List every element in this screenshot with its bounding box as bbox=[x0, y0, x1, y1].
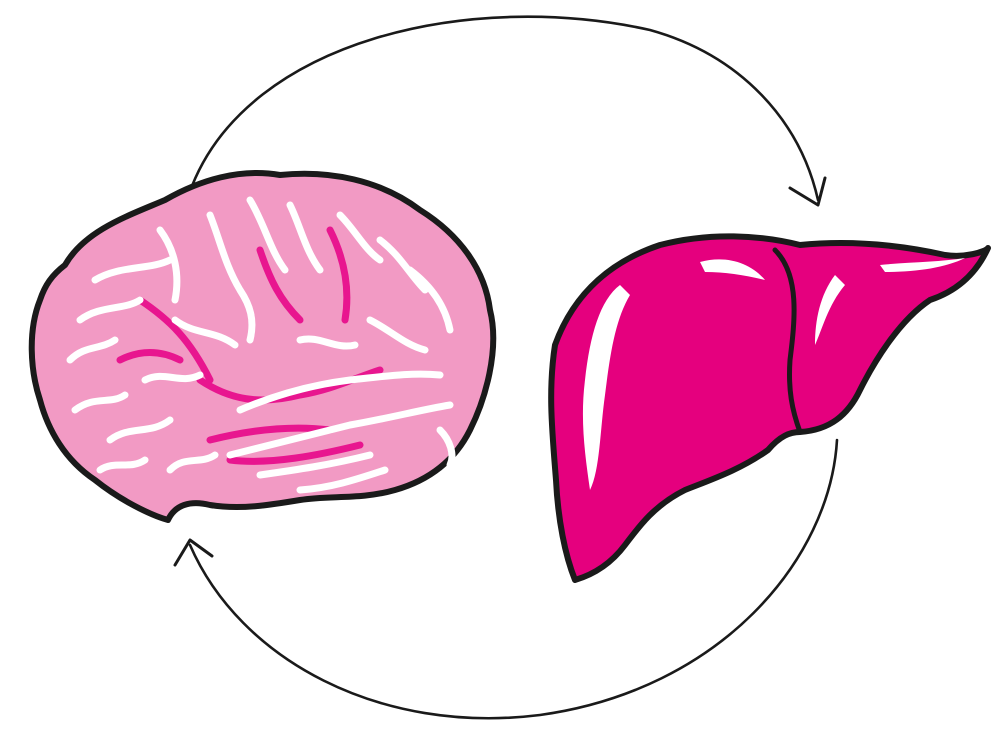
arrow-top-head bbox=[790, 178, 825, 205]
liver-icon bbox=[551, 236, 988, 580]
brain-icon bbox=[32, 173, 494, 520]
